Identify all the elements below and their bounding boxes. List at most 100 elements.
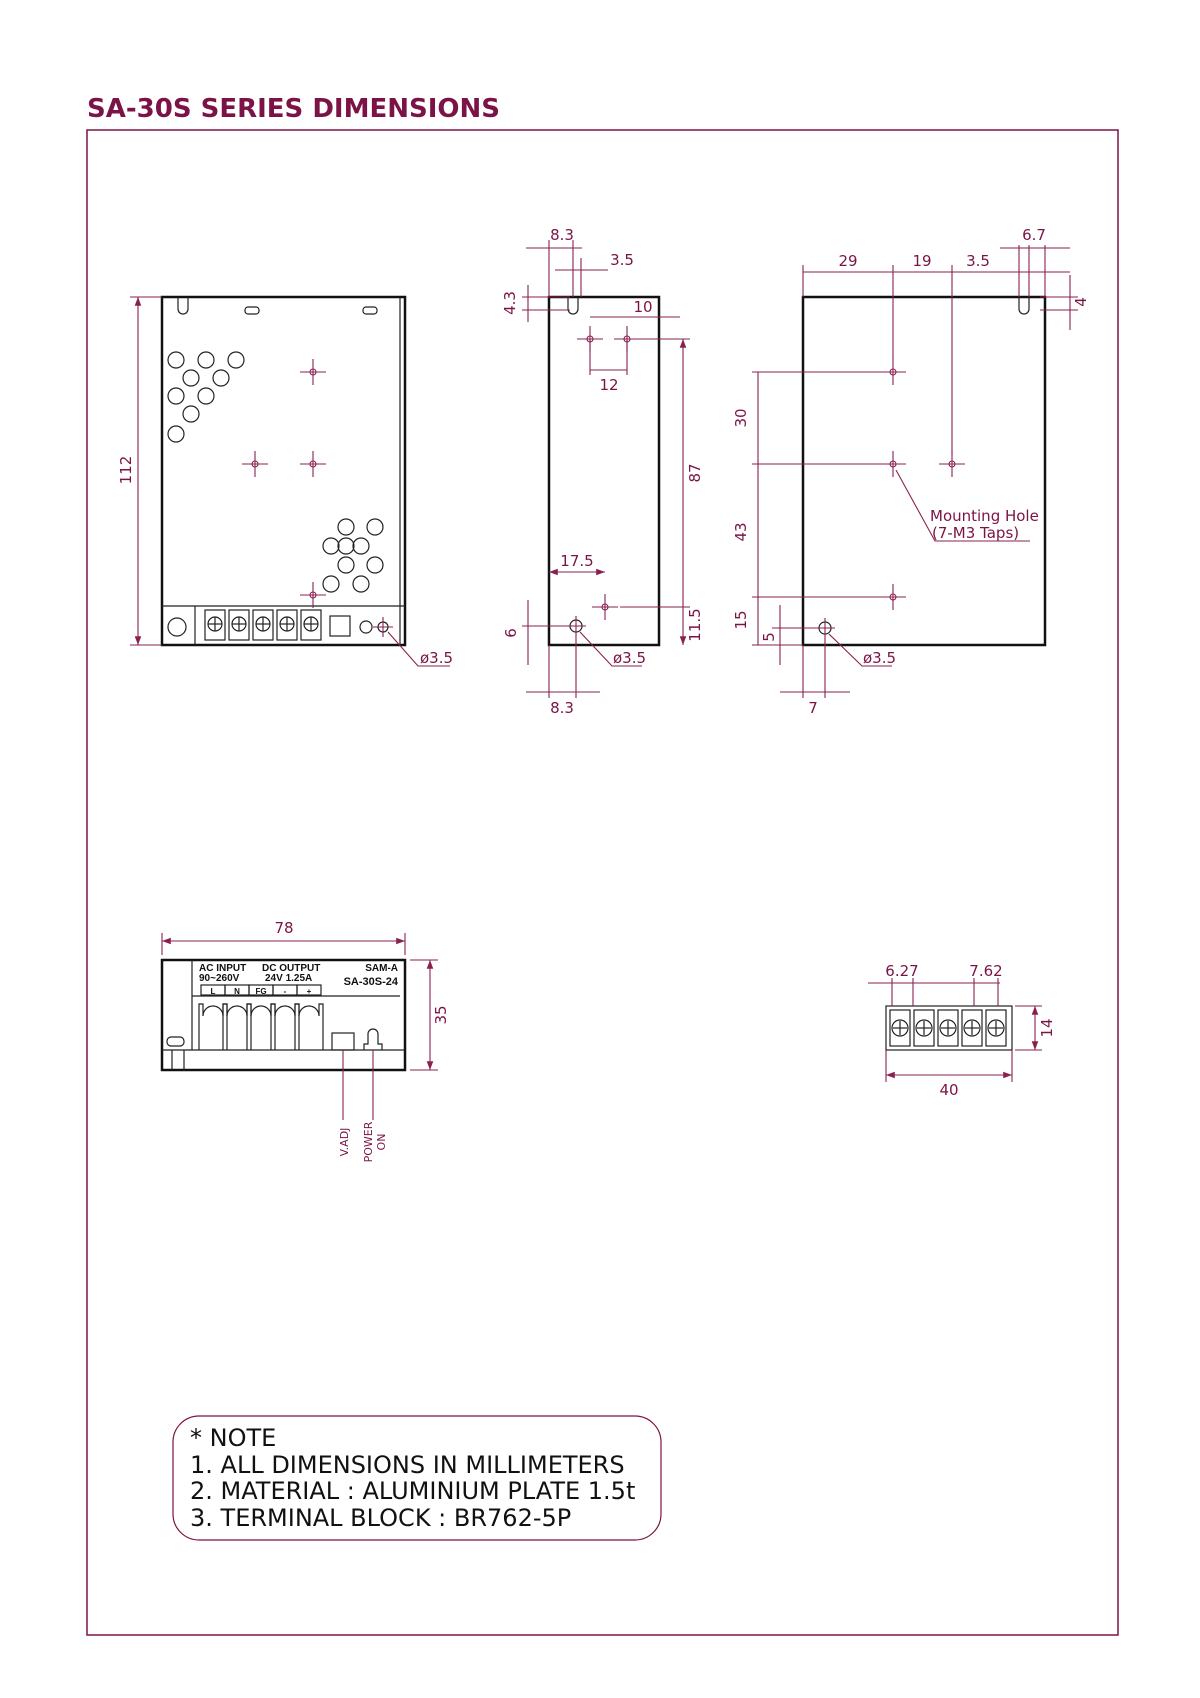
power-on-label: ON [375,1134,388,1151]
vent-hole [167,425,185,443]
dim-pitch-1: 6.27 [885,962,918,980]
dim-30: 30 [732,408,750,427]
mounting-tap-icon [242,451,268,477]
ac-range-label: 90~260V [199,973,240,984]
terminal-screw-icon [300,609,322,641]
dim-block-width: 40 [939,1081,958,1099]
mounting-hole-spec: (7-M3 Taps) [932,524,1019,542]
terminal-screw-icon [276,609,298,641]
vadj-pot [331,1032,355,1051]
note-item: 1. ALL DIMENSIONS IN MILLIMETERS [190,1451,625,1479]
vent-hole [337,537,355,555]
mounting-tap-icon [300,451,326,477]
vent-hole [182,405,200,423]
dc-rating-label: 24V 1.25A [265,973,312,984]
dim-slot-width: 3.5 [610,251,634,269]
mounting-tap-icon [614,326,640,352]
dim-pitch-2: 7.62 [969,962,1002,980]
vent-hole [322,575,340,593]
drawing-frame [86,129,1119,1636]
dim-5: 5 [760,632,778,642]
dim-slot-offset-top: 8.3 [550,226,574,244]
ac-input-label: AC INPUT [199,963,246,974]
vent-hole [197,351,215,369]
note-item: 2. MATERIAL : ALUMINIUM PLATE 1.5t [190,1477,635,1505]
top-view: 112 ø3.5 [117,295,453,667]
mounting-hole-label: Mounting Hole [930,507,1039,525]
terminal-screw-icon [228,609,250,641]
terminal-screw-icon [204,609,226,641]
mounting-tap-icon [880,584,906,610]
dim-4: 4 [1072,297,1090,307]
dim-hole: ø3.5 [613,649,646,667]
notes-heading: * NOTE [190,1424,276,1452]
dim-3-5: 3.5 [966,252,990,270]
mounting-tap-icon [939,451,965,477]
ground-screw-icon [167,617,187,637]
vent-hole [197,387,215,405]
note-item: 3. TERMINAL BLOCK : BR762-5P [190,1504,571,1532]
terminal-label: FG [248,984,274,996]
dim-height: 112 [117,456,135,485]
vent-hole [167,351,185,369]
terminal-screw-icon [985,1009,1007,1047]
notes-box: * NOTE 1. ALL DIMENSIONS IN MILLIMETERS … [172,1415,662,1541]
terminal-screw-icon [252,609,274,641]
terminal-screw-icon [889,1009,911,1047]
vent-hole [167,387,185,405]
terminal-label-text: + [307,987,312,996]
terminal-label-text: N [234,987,240,996]
terminal-screw-icon [913,1009,935,1047]
mounting-tap-icon [880,451,906,477]
vent-hole [352,575,370,593]
power-led [359,620,373,634]
dim-height: 35 [432,1005,450,1024]
vadj-label: V.ADJ [338,1128,351,1157]
rear-view: 29 19 3.5 6.7 4 30 43 15 5 7 ø3.5 Mounti… [732,226,1090,717]
vent-hole [352,537,370,555]
terminal-label-text: FG [255,987,266,996]
terminal-label-text: L [211,987,216,996]
mounting-tap-icon [592,594,618,620]
mounting-tap-icon [300,359,326,385]
terminal-screw-icon [961,1009,983,1047]
dim-slot-offset-bottom: 8.3 [550,699,574,717]
vent-hole [337,518,355,536]
terminal-label: - [272,984,298,996]
vent-hole [366,556,384,574]
dim-29: 29 [838,252,857,270]
power-led [363,1028,383,1050]
model-label: SA-30S-24 [344,976,399,988]
terminal-block-view: 6.27 7.62 14 40 [868,962,1056,1099]
dim-6: 6 [502,628,520,638]
terminal-label: L [200,984,226,996]
terminal-icon [294,1003,324,1050]
dim-hole: ø3.5 [420,649,453,667]
dim-7: 7 [808,699,818,717]
dim-block-height: 14 [1038,1018,1056,1037]
vadj-pot [329,615,351,637]
dim-10: 10 [633,298,652,316]
page-title: SA-30S SERIES DIMENSIONS [87,94,500,124]
dim-17-5: 17.5 [560,552,593,570]
mounting-tap-icon [880,359,906,385]
vent-hole [212,369,230,387]
vent-hole [182,369,200,387]
dim-15: 15 [732,610,750,629]
dim-hole: ø3.5 [863,649,896,667]
dim-43: 43 [732,522,750,541]
mounting-tap-icon [300,582,326,608]
terminal-screw-icon [937,1009,959,1047]
dim-slot-depth: 4.3 [501,291,519,315]
terminal-label: + [296,984,322,996]
vent-hole [337,556,355,574]
dim-6-7: 6.7 [1022,226,1046,244]
vent-hole [366,518,384,536]
dim-12: 12 [599,376,618,394]
dim-87: 87 [686,463,704,482]
side-view: 8.3 3.5 4.3 10 12 87 11.5 17.5 6 ø3.5 8.… [501,226,704,717]
dim-19: 19 [912,252,931,270]
vent-hole [322,537,340,555]
